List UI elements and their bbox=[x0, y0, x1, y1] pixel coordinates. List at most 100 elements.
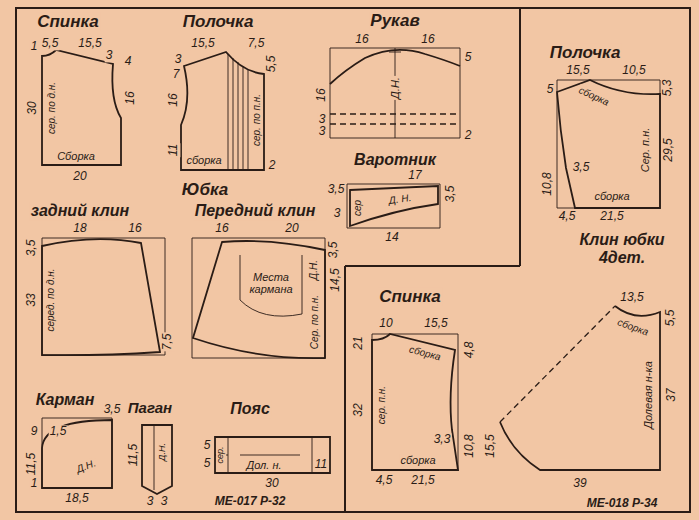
dimension-label: МЕ-018 Р-34 bbox=[586, 497, 659, 510]
dimension-label: 3 bbox=[318, 125, 327, 138]
piece-note: серед. по д.н. bbox=[45, 267, 56, 332]
dimension-label: 4,8 bbox=[463, 341, 476, 360]
dimension-label: 11,5 bbox=[25, 452, 38, 476]
piece-line bbox=[350, 186, 438, 226]
dimension-label: 3,5 bbox=[25, 239, 38, 258]
piece-line bbox=[330, 48, 460, 138]
piece-note: Сер. по п.н. bbox=[309, 294, 320, 350]
piece-line bbox=[240, 455, 300, 456]
piece-line bbox=[142, 425, 172, 494]
piece-line bbox=[42, 50, 121, 165]
piece-name: Карман bbox=[35, 391, 96, 409]
dimension-label: 20 bbox=[284, 222, 299, 235]
dimension-label: 3,5 bbox=[444, 185, 457, 204]
piece-line bbox=[240, 255, 302, 316]
piece-note: Сер. п.н. bbox=[639, 127, 651, 174]
dimension-label: 10 bbox=[378, 317, 393, 330]
piece-note: сер bbox=[352, 199, 363, 217]
piece-note: Д.Н. bbox=[308, 259, 319, 281]
piece-name: Спинка bbox=[378, 288, 442, 307]
dimension-label: 17 bbox=[407, 169, 422, 182]
dimension-label: Клин юбки 4дет. bbox=[566, 231, 678, 266]
dimension-label: 3 bbox=[160, 495, 169, 508]
dimension-label: 16 bbox=[354, 33, 369, 46]
dimension-label: 5 bbox=[203, 439, 212, 452]
dimension-label: 37 bbox=[665, 387, 678, 402]
dimension-label: 10,5 bbox=[621, 64, 646, 77]
piece-note: Д.Н. bbox=[74, 457, 98, 475]
dimension-label: 21,5 bbox=[410, 474, 435, 487]
piece-note: Дол. н. bbox=[245, 459, 282, 471]
piece-line bbox=[42, 418, 112, 488]
piece-line bbox=[372, 334, 458, 470]
dimension-label: 10,8 bbox=[463, 433, 476, 458]
pattern-piece: Полочкасер. по п.н.сборка bbox=[168, 8, 268, 178]
dimension-label: 4 bbox=[124, 55, 133, 68]
dimension-label: 15,5 bbox=[423, 317, 448, 330]
pattern-piece: Передний клинМеста карманаД.Н.Сер. по п.… bbox=[186, 200, 344, 365]
piece-note: Д.Н. bbox=[389, 76, 401, 100]
piece-name: Спинка bbox=[36, 13, 100, 32]
dimension-label: 14 bbox=[384, 231, 399, 244]
dimension-label: 7,5 bbox=[247, 37, 266, 50]
piece-line bbox=[181, 52, 264, 170]
dimension-label: 18,5 bbox=[64, 492, 89, 505]
dimension-label: 7,5 bbox=[161, 333, 174, 352]
piece-line bbox=[42, 420, 112, 488]
dimension-label: 3,5 bbox=[327, 241, 340, 260]
piece-line bbox=[243, 66, 244, 170]
piece-line bbox=[238, 62, 239, 170]
piece-line bbox=[42, 239, 160, 355]
dimension-label: 4,5 bbox=[558, 210, 577, 223]
piece-line bbox=[389, 52, 401, 53]
pattern-piece: РукавД.Н. bbox=[314, 8, 479, 146]
piece-name: задний клин bbox=[30, 202, 131, 220]
dimension-label: 1,5 bbox=[49, 425, 68, 438]
piece-name: Рукав bbox=[369, 12, 420, 31]
dimension-label: 16 bbox=[214, 222, 229, 235]
piece-name: Пояс bbox=[229, 400, 271, 418]
piece-line bbox=[347, 184, 440, 228]
dimension-label: 16 bbox=[315, 87, 328, 102]
dimension-label: 3,5 bbox=[103, 403, 122, 416]
dimension-label: 3 bbox=[333, 207, 342, 220]
piece-name: Варотник bbox=[353, 151, 437, 169]
dimension-label: 20 bbox=[72, 170, 87, 183]
piece-note: Долевая н-ка bbox=[642, 360, 654, 430]
piece-line bbox=[557, 80, 660, 208]
dimension-label: 9 bbox=[30, 425, 39, 438]
piece-line bbox=[154, 425, 155, 490]
piece-note: Д.Н. bbox=[158, 442, 168, 462]
piece-line bbox=[312, 437, 313, 473]
piece-line bbox=[557, 80, 660, 208]
dimension-label: 21,5 bbox=[599, 210, 624, 223]
dimension-label: 33 bbox=[25, 292, 38, 307]
dimension-label: 16 bbox=[167, 92, 180, 107]
dimension-label: 21 bbox=[352, 335, 365, 350]
dimension-label: 2 bbox=[464, 129, 473, 142]
dimension-label: 5,5 bbox=[664, 309, 677, 328]
dimension-label: 7 bbox=[172, 68, 181, 81]
piece-name: Паган bbox=[127, 400, 173, 417]
dimension-label: 5,5 bbox=[265, 55, 278, 74]
dimension-label: 11 bbox=[167, 143, 180, 157]
dimension-label: 16 bbox=[124, 90, 137, 105]
dimension-label: 5 bbox=[464, 51, 473, 64]
piece-note: сборка bbox=[593, 190, 630, 202]
piece-line bbox=[372, 334, 458, 470]
piece-name: сборка bbox=[615, 316, 651, 338]
dimension-label: 3,3 bbox=[433, 433, 452, 446]
piece-line bbox=[248, 69, 249, 170]
piece-name: Полочка bbox=[182, 13, 255, 32]
dimension-label: 4,5 bbox=[375, 474, 394, 487]
pattern-piece: Спинкасборкасер. п.н.сборка bbox=[348, 285, 480, 490]
piece-note: сер. п.н. bbox=[376, 385, 387, 425]
dimension-label: 15,5 bbox=[77, 37, 102, 50]
piece-note: сборка bbox=[185, 154, 222, 166]
piece-line bbox=[193, 241, 325, 358]
dimension-label: 3 bbox=[146, 495, 155, 508]
dimension-label: 1 bbox=[30, 477, 39, 490]
dimension-label: Юбка bbox=[181, 181, 230, 200]
dimension-label: 3,5 bbox=[327, 183, 346, 196]
dimension-label: 5,3 bbox=[661, 79, 674, 98]
